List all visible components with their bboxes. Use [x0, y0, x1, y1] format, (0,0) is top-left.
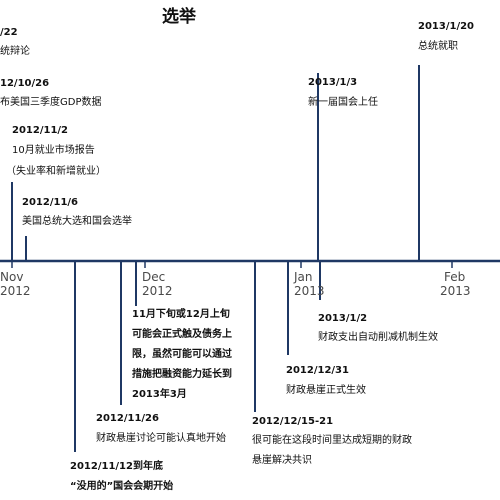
- event-desc: 10月就业市场报告: [12, 145, 95, 156]
- event-date: 12/10/26: [0, 78, 50, 89]
- event-desc: 布美国三季度GDP数据: [0, 97, 102, 108]
- axis-label-nov: Nov 2012: [0, 270, 31, 298]
- event-desc: “没用的”国会会期开始: [70, 481, 174, 492]
- event-date: 2013/1/2: [318, 313, 368, 324]
- event-desc: 新一届国会上任: [308, 97, 378, 108]
- axis-year: 2012: [142, 284, 173, 298]
- event-desc: 统辩论: [0, 46, 30, 57]
- event-date: 2012/12/15-21: [252, 416, 334, 427]
- axis-year: 2012: [0, 284, 31, 298]
- event-date: /22: [0, 27, 18, 38]
- event-desc: 限，虽然可能可以通过: [132, 349, 232, 360]
- event-desc: （失业率和新增就业）: [6, 166, 106, 177]
- event-desc: 2013年3月: [132, 389, 187, 400]
- event-desc: 悬崖解决共识: [252, 455, 312, 466]
- event-date: 2012/12/31: [286, 365, 349, 376]
- event-date: 2012/11/26: [96, 413, 159, 424]
- event-desc: 财政支出自动削减机制生效: [318, 332, 438, 343]
- event-desc: 总统就职: [418, 41, 458, 52]
- event-desc: 财政悬崖讨论可能认真地开始: [96, 433, 226, 444]
- event-desc: 11月下旬或12月上旬: [132, 309, 230, 320]
- event-desc: 财政悬崖正式生效: [286, 385, 366, 396]
- axis-month: Dec: [142, 270, 166, 284]
- axis-month: Nov: [0, 270, 24, 284]
- event-desc: 美国总统大选和国会选举: [22, 216, 132, 227]
- axis-month: Feb: [444, 270, 466, 284]
- event-date: 2012/11/12到年底: [70, 461, 163, 472]
- axis-year: 2013: [294, 284, 325, 298]
- event-desc: 很可能在这段时间里达成短期的财政: [252, 435, 412, 446]
- event-date: 2013/1/20: [418, 21, 475, 32]
- axis-label-dec: Dec 2012: [142, 270, 173, 298]
- event-desc: 措施把融资能力延长到: [132, 369, 232, 380]
- axis-label-feb: Feb 2013: [440, 270, 471, 298]
- axis-year: 2013: [440, 284, 471, 298]
- event-date: 2012/11/6: [22, 197, 79, 208]
- event-desc: 可能会正式触及债务上: [132, 329, 232, 340]
- event-date: 2013/1/3: [308, 77, 358, 88]
- event-date: 2012/11/2: [12, 125, 69, 136]
- chart-title: 选举: [162, 7, 196, 27]
- axis-label-jan: Jan 2013: [294, 270, 325, 298]
- axis-month: Jan: [294, 270, 313, 284]
